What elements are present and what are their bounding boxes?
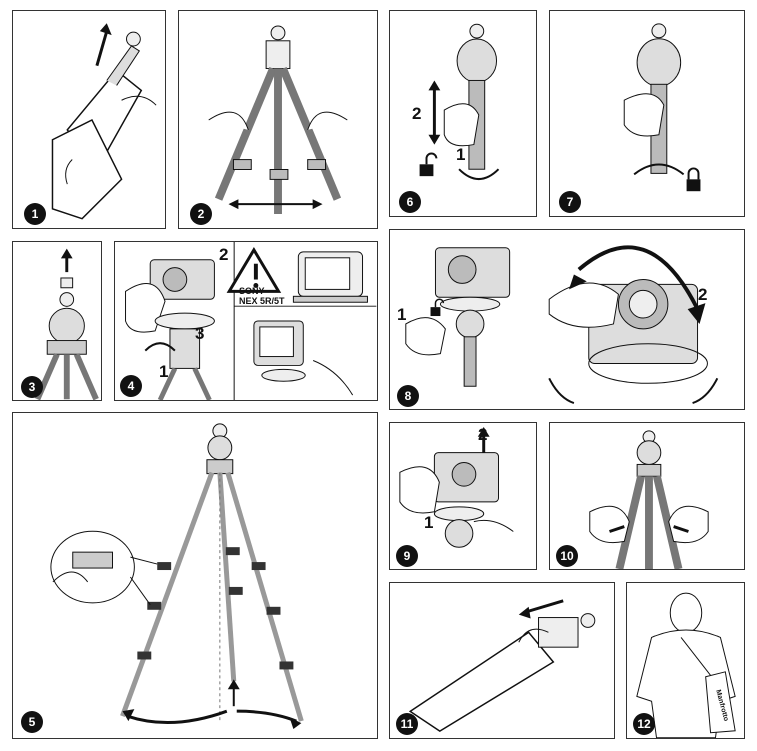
step-number-badge: 7	[559, 191, 581, 213]
step-label: 2	[219, 245, 229, 264]
panel-10: 10	[549, 422, 745, 570]
panel-2: 2	[178, 10, 378, 229]
step-number-badge: 2	[190, 203, 212, 225]
step-number-badge: 3	[21, 376, 43, 398]
step-label: 2	[412, 104, 422, 123]
step-label: 1	[456, 145, 466, 164]
warning-model-line1: SONY	[239, 286, 265, 296]
panel-8: 1 2 8	[389, 229, 745, 410]
tripod-packing-illustration	[408, 599, 596, 732]
panel-12: Manfrotto 12	[626, 582, 745, 739]
panel-6: 2 1 6	[389, 10, 537, 217]
step-label: 1	[424, 513, 434, 532]
panel-4: 2 3 1 SONY NEX 5R/5T 4	[114, 241, 378, 401]
lock-open-icon	[430, 307, 441, 317]
step-number-badge: 5	[21, 711, 43, 733]
panel-9: 2 1 9	[389, 422, 537, 570]
tripod-extended-illustration	[50, 423, 304, 730]
step-label: 2	[478, 425, 488, 444]
panel-1: 1	[12, 10, 166, 229]
center-column-illustration	[419, 23, 500, 181]
step-label: 1	[159, 362, 169, 381]
warning-model-line2: NEX 5R/5T	[239, 296, 285, 306]
step-number-badge: 10	[556, 545, 578, 567]
camera-rotate-illustration	[405, 245, 719, 405]
tripod-fold-illustration	[589, 430, 709, 569]
panel-3: 3	[12, 241, 102, 401]
step-number-badge: 6	[399, 191, 421, 213]
tripod-bag-illustration	[51, 23, 157, 220]
step-label: 3	[195, 324, 205, 343]
camera-release-illustration	[399, 426, 514, 548]
camera-mount-illustration	[125, 242, 377, 400]
lock-column-illustration	[623, 23, 701, 192]
carry-bag-illustration	[636, 592, 736, 738]
lock-open-icon	[419, 164, 434, 177]
lock-closed-icon	[686, 179, 701, 192]
panel-5: 5	[12, 412, 378, 739]
step-number-badge: 1	[24, 203, 46, 225]
ball-head-illustration	[34, 248, 99, 400]
step-number-badge: 12	[633, 713, 655, 735]
step-number-badge: 11	[396, 713, 418, 735]
panel-7: 7	[549, 10, 745, 217]
step-number-badge: 8	[397, 385, 419, 407]
step-number-badge: 4	[120, 375, 142, 397]
panel-11: 11	[389, 582, 615, 739]
step-number-badge: 9	[396, 545, 418, 567]
step-label: 1	[397, 305, 407, 324]
step-label: 2	[698, 285, 708, 304]
tripod-legs-illustration	[208, 25, 348, 215]
